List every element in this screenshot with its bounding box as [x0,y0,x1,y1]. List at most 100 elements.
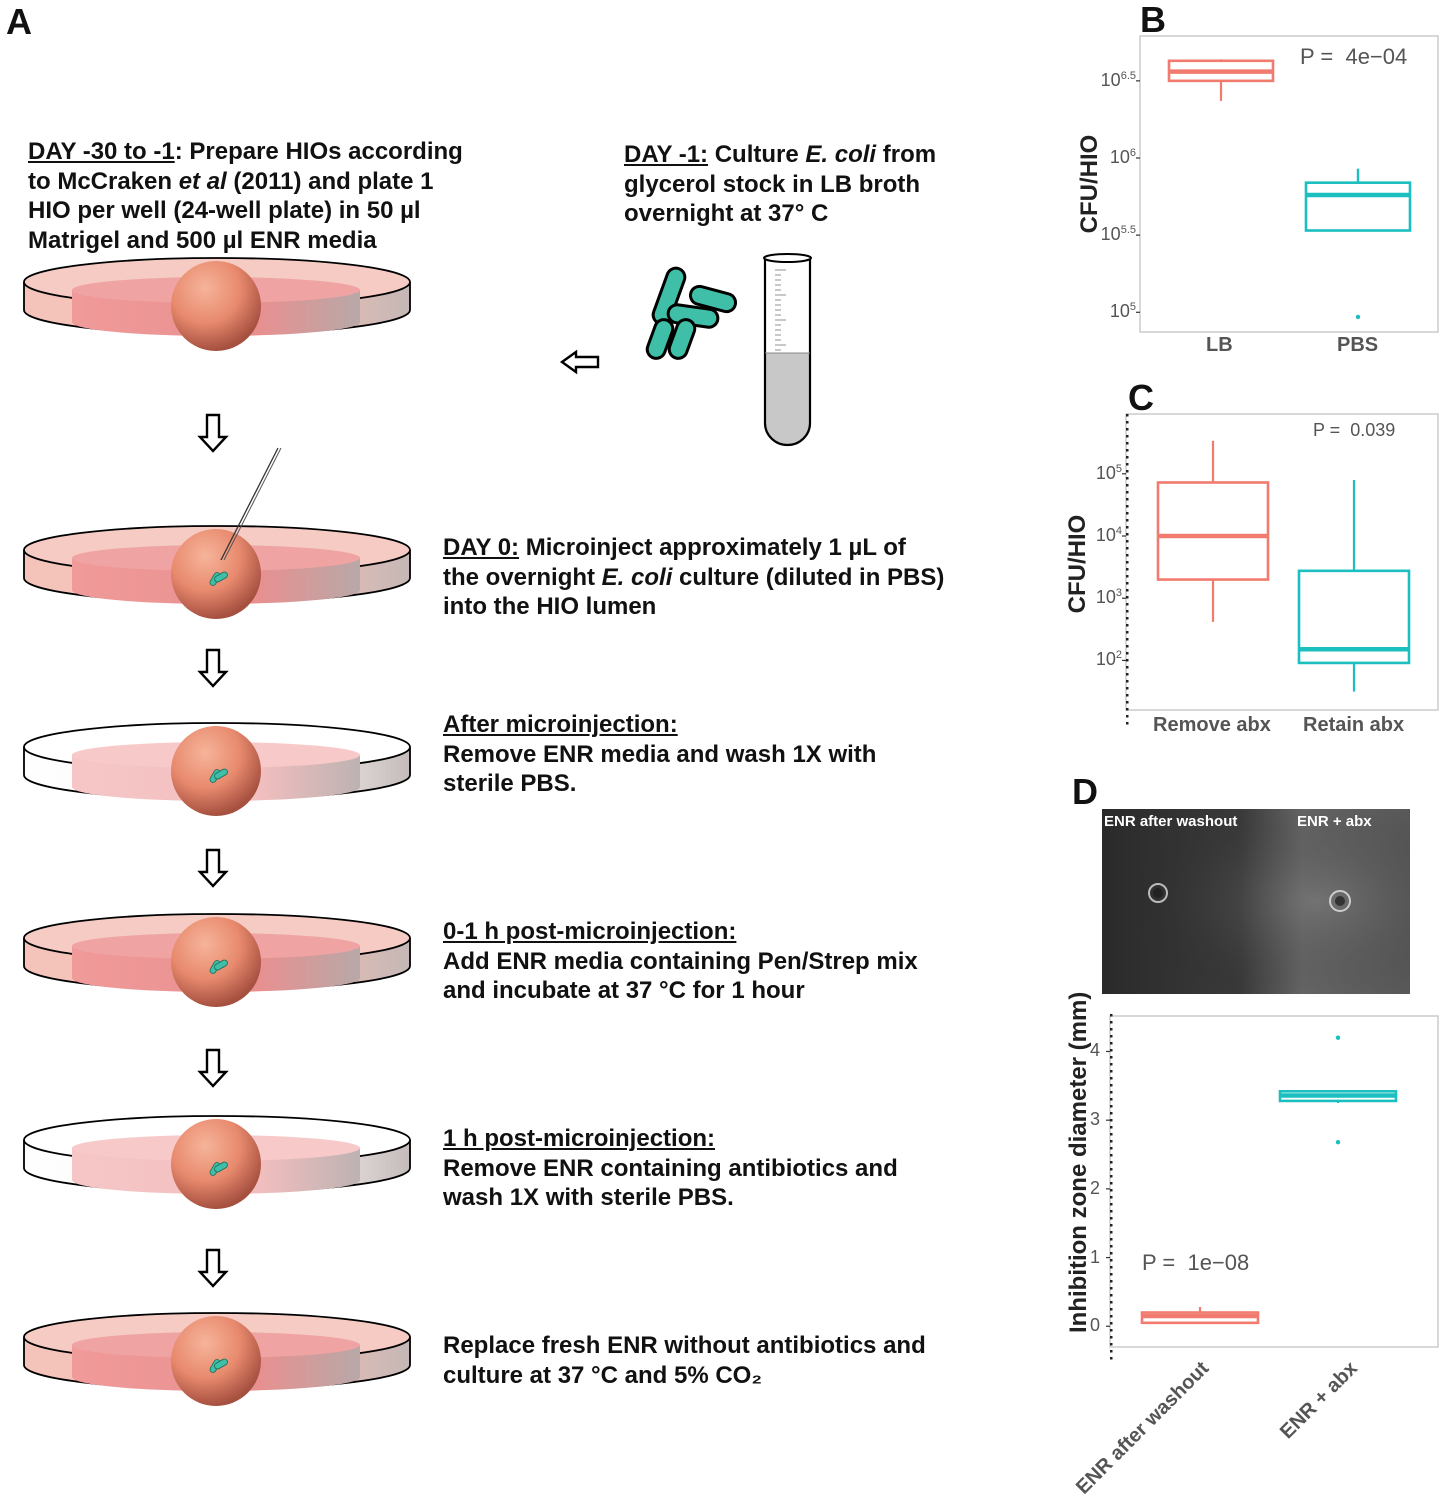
down-arrow-icon [197,648,229,688]
y-tick-label: 0 [1089,1315,1100,1336]
step-text: HIO per well (24-well plate) in 50 µl [28,197,421,224]
axis-minor-dot [1110,1035,1113,1038]
step-heading: DAY -30 to -1 [28,138,175,165]
y-tick-label: 3 [1089,1109,1100,1130]
step-text: wash 1X with sterile PBS. [443,1184,734,1211]
axis-minor-dot [1126,561,1129,564]
axis-minor-dot [1110,1119,1113,1122]
y-tick-label: 102 [1095,649,1122,670]
axis-minor-dot [1126,484,1129,487]
microscopy-label-abx: ENR + abx [1297,813,1372,830]
axis-minor-dot [1110,1084,1113,1087]
step-text: Matrigel and 500 µl ENR media [28,226,377,254]
e-coli-bacteria-icon [645,266,738,360]
y-tick-label: 106.5 [1100,69,1136,90]
step-text: sterile PBS. [443,770,577,797]
chart-c-category-retain: Retain abx [1303,714,1405,736]
axis-minor-dot [1126,533,1129,536]
box-iqr [1156,481,1270,581]
axis-minor-dot [1110,1070,1113,1073]
chart-b-marks [1136,59,1412,320]
microscopy-label-washout: ENR after washout [1104,813,1238,830]
box-0 [1167,59,1275,101]
axis-minor-dot [1110,1301,1113,1304]
panel-a-graphics [23,253,812,1406]
axis-minor-dot [1110,1021,1113,1024]
step-heading: DAY -1: [624,141,709,168]
y-tick-label: 2 [1089,1177,1100,1198]
y-tick-label: 105 [1109,301,1136,322]
step-day-0: DAY 0: Microinject approximately 1 µL of… [443,533,1003,622]
culture-dish [23,722,411,816]
axis-minor-dot [1110,1182,1113,1185]
axis-minor-dot [1110,1154,1113,1157]
axis-minor-dot [1126,428,1129,431]
tube-graduations [775,269,786,351]
y-tick-label: 103 [1095,587,1122,608]
outlier-point [1335,1035,1341,1040]
chart-c [1122,413,1439,725]
microscopy-image [1102,809,1410,994]
axis-minor-dot [1126,694,1129,697]
step-text-italic: et al [178,167,227,195]
left-arrow-icon [559,349,600,375]
chart-d-pvalue: P = 1e−08 [1142,1250,1250,1275]
axis-minor-dot [1126,638,1129,641]
chart-c-marks [1122,414,1411,725]
step-heading: After microinjection: [443,711,678,738]
axis-minor-dot [1110,1308,1113,1311]
axis-minor-dot [1110,1203,1113,1206]
chart-b-ylabel: CFU/HIO [1076,134,1103,234]
step-0-1h: 0-1 h post-microinjection: Add ENR media… [443,917,1003,1006]
outlier-point [1335,1139,1341,1145]
down-arrow-icon [197,848,229,888]
chart-d-category-abx: ENR + abx [1275,1357,1362,1444]
axis-minor-dot [1126,631,1129,634]
arrow-group [197,413,229,1288]
axis-minor-dot [1126,610,1129,613]
axis-minor-dot [1110,1273,1113,1276]
y-tick-label: 4 [1089,1040,1100,1061]
y-tick-label: 105 [1095,462,1122,483]
axis-minor-dot [1110,1280,1113,1283]
box-0 [1140,1307,1260,1325]
axis-minor-dot [1126,435,1129,438]
injected-bacteria-icon [209,1161,228,1176]
injected-bacteria-icon [209,768,228,783]
culture-dish [23,1115,411,1209]
axis-minor-dot [1126,659,1129,662]
box-1 [1304,168,1412,320]
step-text: into the HIO lumen [443,593,657,620]
culture-dish [23,913,411,1007]
injected-bacteria-icon [209,959,228,974]
axis-minor-dot [1110,1028,1113,1031]
axis-minor-dot [1110,1231,1113,1234]
y-tick-label: 106 [1109,147,1136,167]
axis-minor-dot [1126,421,1129,424]
chart-d-marks [1106,1014,1398,1360]
axis-minor-dot [1126,582,1129,585]
dish-group [23,257,411,1406]
test-tube-icon [763,253,812,447]
axis-minor-dot [1110,1014,1113,1017]
axis-minor-dot [1110,1098,1113,1101]
axis-minor-dot [1110,1063,1113,1066]
chart-b-pvalue: P = 4e−04 [1300,44,1408,69]
step-text: Replace fresh ENR without antibiotics an… [443,1332,926,1359]
panel-label-a: A [6,1,32,42]
axis-minor-dot [1110,1056,1113,1059]
outlier-point [1355,314,1361,320]
axis-minor-dot [1126,512,1129,515]
step-heading: 1 h post-microinjection: [443,1125,716,1152]
axis-minor-dot [1126,540,1129,543]
step-text: Culture [708,141,806,168]
axis-minor-dot [1110,1140,1113,1143]
microinjection-needle [223,447,282,561]
y-tick-label: 105.5 [1100,224,1136,245]
chart-b [1136,35,1439,333]
y-tick-label: 104 [1095,525,1122,545]
inhibition-zone-left [1148,883,1168,903]
step-text: Remove ENR media and wash 1X with [443,740,877,768]
step-after-microinjection: After microinjection: Remove ENR media a… [443,710,1003,799]
step-text: culture at 37 °C and 5% CO₂ [443,1361,763,1389]
